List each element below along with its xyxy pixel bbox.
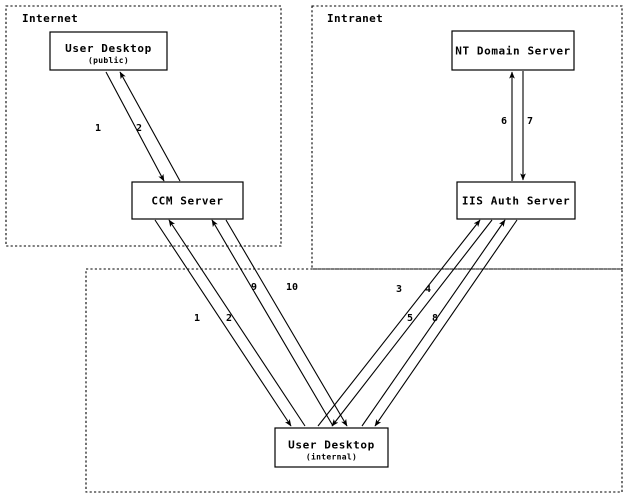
flow-arrow-flow-1-public xyxy=(105,71,165,182)
flow-flow-4: 4 xyxy=(331,219,493,427)
node-title-user-desktop-public: User Desktop xyxy=(65,42,152,55)
flow-flow-2-public: 2 xyxy=(119,71,181,182)
flow-flow-7: 7 xyxy=(520,71,533,181)
zone-boundary-internal xyxy=(85,268,623,493)
flow-flow-1-public: 1 xyxy=(95,71,165,182)
node-nt-domain-server[interactable]: NT Domain Server xyxy=(451,30,575,71)
node-box-user-desktop-internal[interactable] xyxy=(274,427,389,468)
flow-arrow-flow-5 xyxy=(361,219,506,427)
flow-label-flow-4: 4 xyxy=(425,284,431,295)
node-user-desktop-public[interactable]: User Desktop(public) xyxy=(49,31,168,71)
node-box-iis-auth-server[interactable] xyxy=(456,181,576,220)
flow-flow-10: 10 xyxy=(225,219,348,427)
node-box-user-desktop-public[interactable] xyxy=(49,31,168,71)
flow-arrow-flow-2-internal xyxy=(168,219,306,427)
flow-flow-9: 9 xyxy=(211,219,334,427)
flow-label-flow-8: 8 xyxy=(432,313,438,324)
zone-internet: Internet xyxy=(5,5,282,247)
flow-label-flow-3: 3 xyxy=(396,284,402,295)
node-title-nt-domain-server: NT Domain Server xyxy=(455,45,571,58)
node-ccm-server[interactable]: CCM Server xyxy=(131,181,244,220)
flow-arrow-flow-2-public xyxy=(119,71,181,182)
flow-label-flow-5: 5 xyxy=(407,313,413,324)
flow-label-flow-2-internal: 2 xyxy=(226,313,232,324)
zone-intranet: Intranet xyxy=(311,5,623,270)
node-title-ccm-server: CCM Server xyxy=(151,195,223,208)
flow-arrow-flow-10 xyxy=(225,219,348,427)
flow-flow-6: 6 xyxy=(501,71,515,181)
flow-flow-5: 5 xyxy=(361,219,506,427)
flow-flow-2-internal: 2 xyxy=(168,219,306,427)
node-title-iis-auth-server: IIS Auth Server xyxy=(462,195,570,208)
node-subtitle-user-desktop-public: (public) xyxy=(88,55,129,65)
flow-label-flow-2-public: 2 xyxy=(136,123,142,134)
flow-label-flow-9: 9 xyxy=(251,282,257,293)
flow-flow-3: 3 xyxy=(317,219,481,427)
flow-arrow-flow-4 xyxy=(331,219,493,427)
flows-layer: 1 2 1 2 9 10 3 4 5 8 6 7 xyxy=(95,71,533,427)
zone-label-internet: Internet xyxy=(22,12,78,25)
flow-arrow-flow-3 xyxy=(317,219,481,427)
flow-label-flow-6: 6 xyxy=(501,116,507,127)
flow-arrow-flow-9 xyxy=(211,219,334,427)
zone-boundary-internet xyxy=(5,5,282,247)
node-box-ccm-server[interactable] xyxy=(131,181,244,220)
flow-arrow-flow-8 xyxy=(374,219,518,427)
node-iis-auth-server[interactable]: IIS Auth Server xyxy=(456,181,576,220)
flow-label-flow-7: 7 xyxy=(527,116,533,127)
node-subtitle-user-desktop-internal: (internal) xyxy=(306,452,357,462)
zone-internal xyxy=(85,268,623,493)
node-title-user-desktop-internal: User Desktop xyxy=(288,439,375,452)
zone-boundary-intranet xyxy=(311,5,623,270)
flow-label-flow-1-internal: 1 xyxy=(194,313,200,324)
flow-label-flow-10: 10 xyxy=(286,282,298,293)
flow-flow-1-internal: 1 xyxy=(154,219,292,427)
flow-label-flow-1-public: 1 xyxy=(95,123,101,134)
zones-layer: Internet Intranet xyxy=(5,5,623,493)
zone-label-intranet: Intranet xyxy=(327,12,383,25)
flow-flow-8: 8 xyxy=(374,219,518,427)
flow-arrow-flow-1-internal xyxy=(154,219,292,427)
node-user-desktop-internal[interactable]: User Desktop(internal) xyxy=(274,427,389,468)
node-box-nt-domain-server[interactable] xyxy=(451,30,575,71)
